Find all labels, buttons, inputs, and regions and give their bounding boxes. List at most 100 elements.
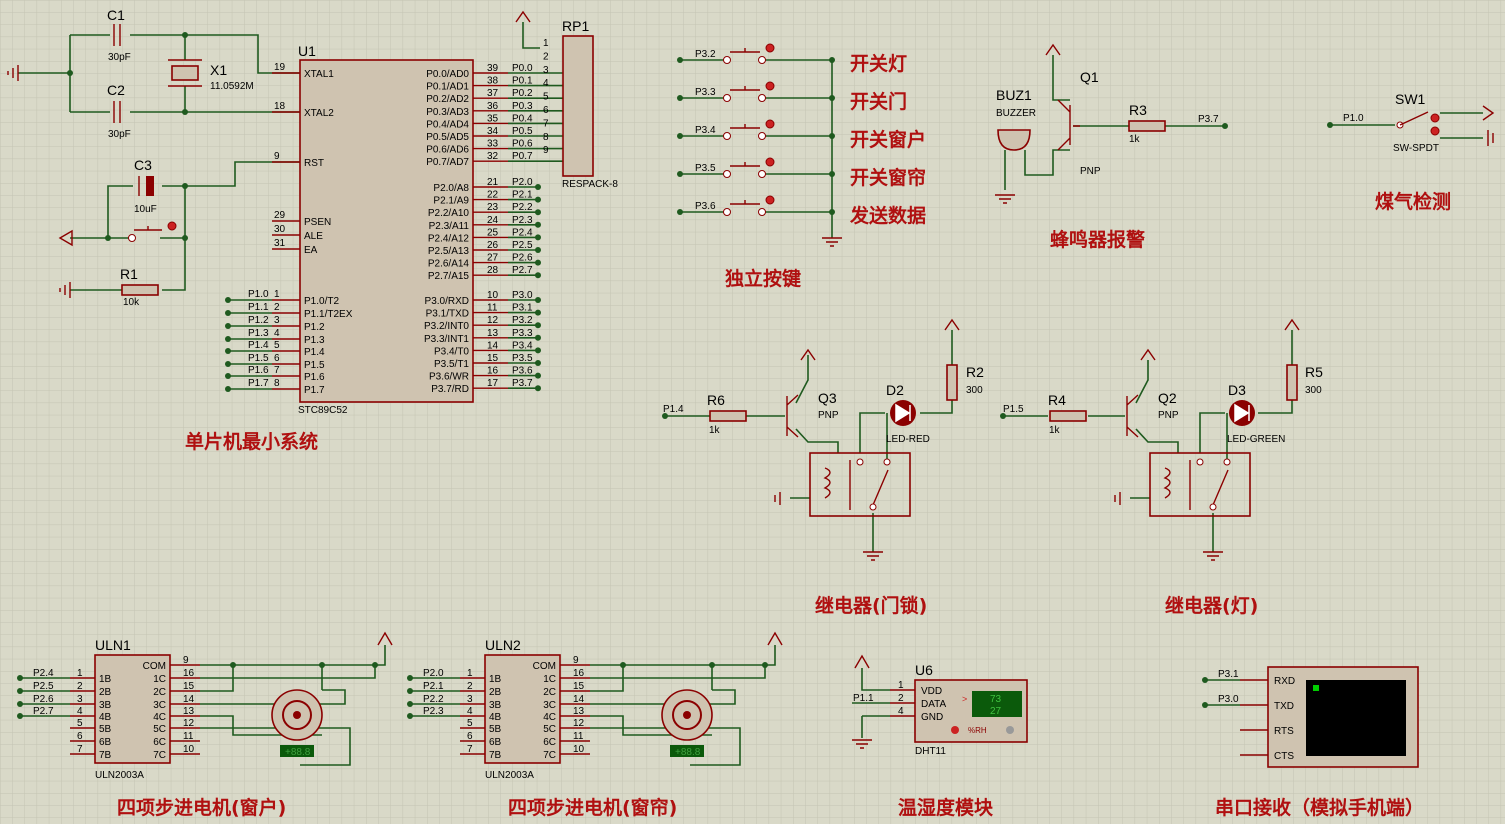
u1-net-label: P3.5: [512, 353, 533, 364]
uln-pin-num: 5: [467, 718, 473, 729]
uln-pin-num: 16: [573, 668, 585, 679]
relay-door[interactable]: [809, 452, 911, 517]
net-terminal: [407, 688, 413, 694]
u1-pin-num: 26: [487, 240, 499, 251]
led-d2[interactable]: [890, 400, 916, 426]
uart-pin-name: CTS: [1274, 751, 1294, 762]
transistor-q3[interactable]: [786, 394, 799, 438]
switch-sw1[interactable]: [1396, 111, 1440, 136]
capacitor-c1[interactable]: [113, 24, 121, 46]
u1-net-label: P0.7: [512, 151, 533, 162]
resistor-r3[interactable]: [1128, 120, 1166, 132]
dht-net-label: P1.1: [853, 693, 874, 704]
buzzer-buz1[interactable]: [997, 129, 1031, 151]
u1-net-label: P3.4: [512, 340, 533, 351]
title-relay-door: 继电器(门锁): [815, 594, 927, 617]
resistor-r4[interactable]: [1049, 410, 1087, 422]
net-terminal: [535, 221, 541, 228]
title-keys: 独立按键: [725, 267, 801, 290]
u1-pin-num: 17: [487, 378, 499, 389]
u1-pin-name: XTAL1: [304, 69, 334, 80]
transistor-q1[interactable]: [1057, 99, 1080, 151]
u1-pin-name: P0.3/AD3: [426, 107, 469, 118]
title-motor-curtain: 四项步进电机(窗帘): [508, 796, 677, 819]
u1-pin-num: 35: [487, 113, 499, 124]
u1-net-label: P1.2: [248, 315, 269, 326]
mcu-u1-body[interactable]: [299, 59, 474, 403]
motor2-display: +88.8: [675, 747, 701, 758]
u1-pin-num: 38: [487, 76, 499, 87]
uln-pin-num: 14: [183, 694, 195, 705]
r5-value: 300: [1305, 385, 1322, 396]
uln-pin-name: 6C: [153, 737, 166, 748]
dht-up-button[interactable]: [1006, 726, 1014, 734]
r3-ref: R3: [1129, 102, 1147, 118]
net-terminal: [535, 347, 541, 354]
key-5-button[interactable]: [677, 195, 835, 216]
uln-pin-name: 4C: [153, 712, 166, 723]
dht-pin-num: 1: [898, 680, 904, 691]
uln1-ref: ULN1: [95, 637, 131, 653]
dht-down-button[interactable]: [951, 726, 959, 734]
u1-pin-num: 24: [487, 215, 499, 226]
u1-pin-name: P1.2: [304, 322, 325, 333]
dht-unit: %RH: [968, 726, 987, 735]
transistor-q2[interactable]: [1126, 394, 1139, 438]
key-4-button[interactable]: [677, 157, 835, 178]
uln-pin-num: 12: [183, 718, 195, 729]
rp1-pin-num: 3: [543, 65, 549, 76]
u1-pin-name: P1.1/T2EX: [304, 309, 353, 320]
capacitor-c3[interactable]: [138, 176, 154, 196]
uln-pin-name: 6B: [489, 737, 502, 748]
title-buzzer: 蜂鸣器报警: [1050, 228, 1145, 251]
stepper-motor-curtain[interactable]: [661, 689, 713, 757]
led-d3[interactable]: [1229, 400, 1255, 426]
crystal-x1[interactable]: [168, 59, 202, 87]
net-terminal: [17, 675, 23, 681]
u1-net-label: P2.7: [512, 265, 533, 276]
r1-ref: R1: [120, 266, 138, 282]
uln-pin-name: 2B: [99, 687, 112, 698]
dht-pin-num: 2: [898, 693, 904, 704]
key-1-button[interactable]: [677, 43, 835, 64]
d2-part: LED-RED: [886, 434, 930, 445]
resistor-pack-rp1[interactable]: [562, 35, 594, 177]
u1-net-label: P0.0: [512, 63, 533, 74]
uart-net-label: P3.0: [1218, 694, 1239, 705]
u1-pin-num: 33: [487, 139, 499, 150]
uln2-body[interactable]: [484, 654, 561, 764]
rp1-pin-num: 5: [543, 92, 549, 103]
rp1-pin-num: 1: [543, 38, 549, 49]
net-terminal: [535, 385, 541, 392]
uln-pin-name: 5C: [153, 724, 166, 735]
resistor-r5[interactable]: [1286, 364, 1298, 401]
key-3-label: 开关窗户: [850, 128, 926, 151]
net-terminal: [535, 259, 541, 266]
stepper-motor-window[interactable]: [271, 689, 323, 757]
resistor-r1[interactable]: [121, 284, 159, 296]
u1-pin-name: RST: [304, 158, 324, 169]
key-2-button[interactable]: [677, 81, 835, 102]
u1-net-label: P2.2: [512, 202, 533, 213]
u1-net-label: P1.3: [248, 328, 269, 339]
uln-pin-num: 13: [183, 706, 195, 717]
u1-pin-name: ALE: [304, 231, 323, 242]
u1-pin-num: 10: [487, 290, 499, 301]
reset-button[interactable]: [128, 221, 177, 242]
uln-pin-num: 9: [183, 655, 189, 666]
resistor-r6[interactable]: [709, 410, 747, 422]
terminal-screen: [1306, 680, 1406, 756]
r6-net: P1.4: [663, 404, 684, 415]
x1-ref: X1: [210, 62, 227, 78]
u1-pin-num: 31: [274, 238, 286, 249]
uln1-body[interactable]: [94, 654, 171, 764]
capacitor-c2[interactable]: [113, 101, 121, 123]
uln-pin-num: 7: [77, 744, 83, 755]
resistor-r2[interactable]: [946, 364, 958, 401]
uart-net-label: P3.1: [1218, 669, 1239, 680]
relay-light[interactable]: [1149, 452, 1251, 517]
u1-pin-num: 15: [487, 353, 499, 364]
u1-pin-name: P1.6: [304, 372, 325, 383]
uln-pin-name: 5B: [99, 724, 112, 735]
u1-pin-num: 18: [274, 101, 286, 112]
